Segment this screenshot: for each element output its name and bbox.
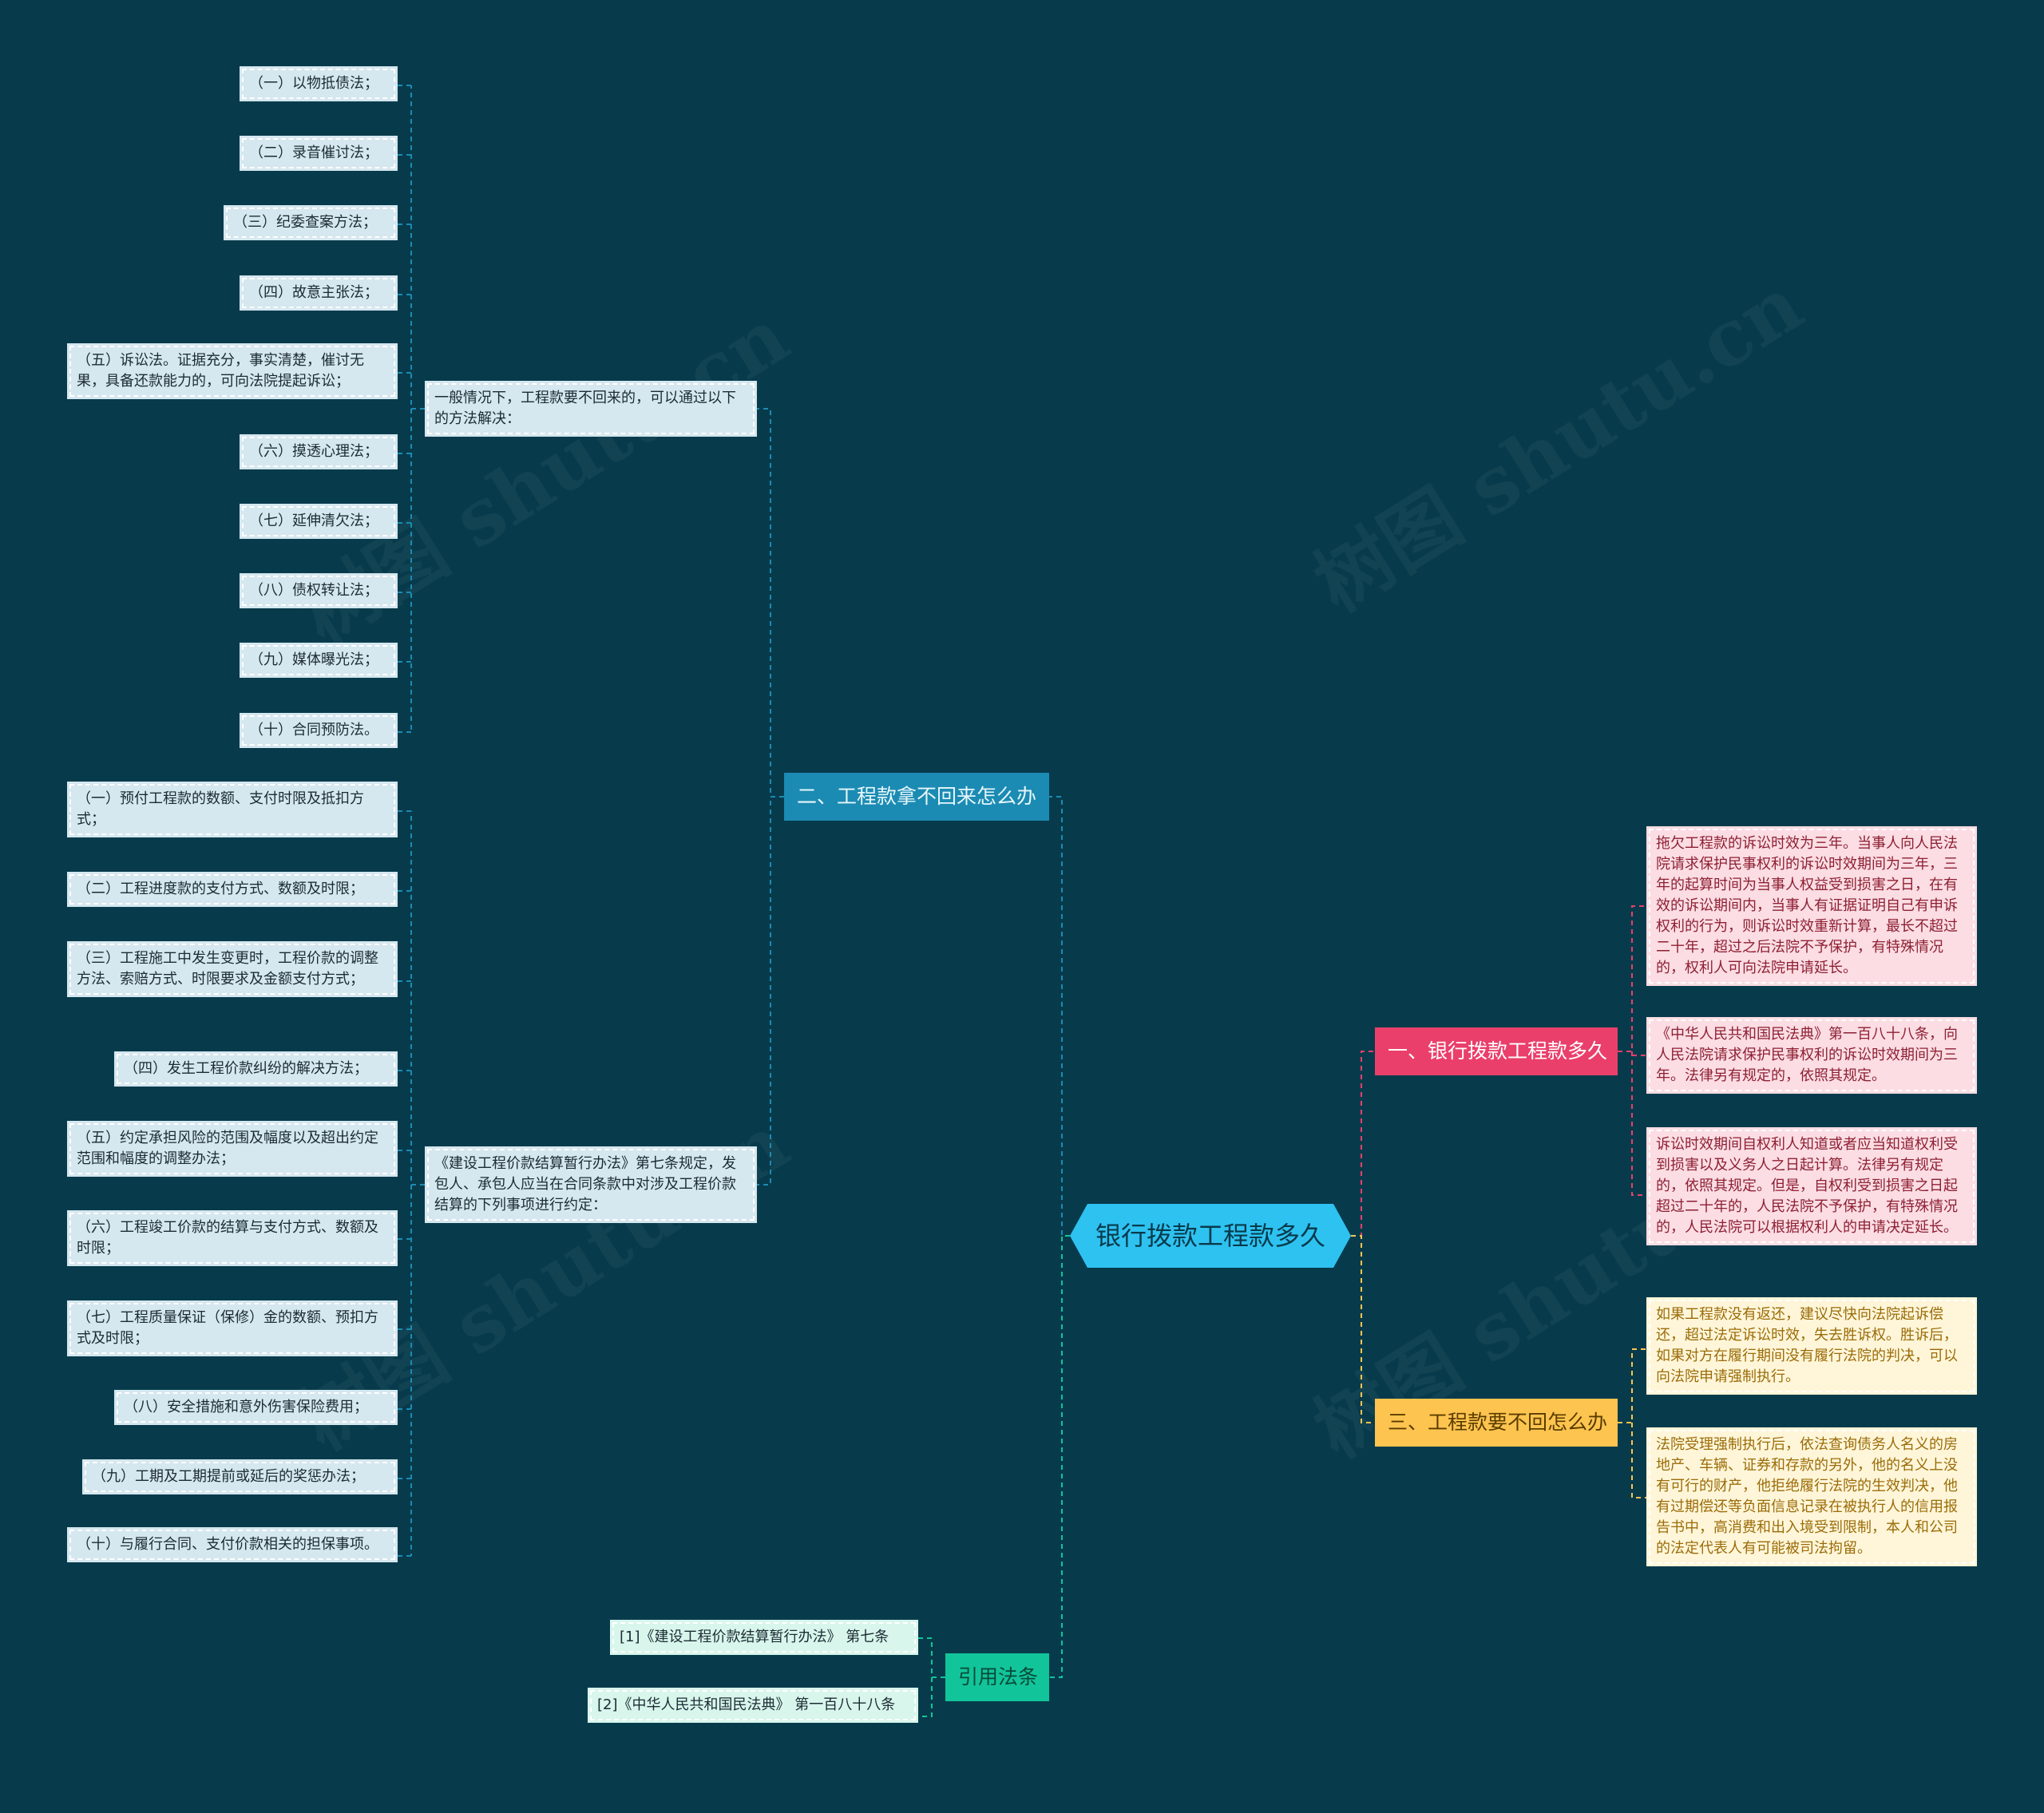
method-item[interactable]: （九）媒体曝光法； (240, 643, 398, 678)
branch-2[interactable]: 二、工程款拿不回来怎么办 (784, 773, 1049, 821)
method-item[interactable]: （四）故意主张法； (240, 275, 398, 311)
link-center-b4 (1049, 1235, 1070, 1678)
citation-item[interactable]: [1]《建设工程价款结算暂行办法》 第七条 (610, 1620, 918, 1655)
regulation-intro-node[interactable]: 《建设工程价款结算暂行办法》第七条规定，发包人、承包人应当在合同条款中对涉及工程… (425, 1146, 757, 1223)
link-sub1-items (410, 85, 425, 732)
method-item[interactable]: （五）诉讼法。证据充分，事实清楚，催讨无果，具备还款能力的，可向法院提起诉讼； (67, 343, 398, 399)
regulation-item[interactable]: （五）约定承担风险的范围及幅度以及超出约定范围和幅度的调整办法； (67, 1121, 398, 1177)
link-center-b1 (1351, 1051, 1375, 1237)
method-item[interactable]: （十）合同预防法。 (240, 713, 398, 748)
branch-3[interactable]: 三、工程款要不回怎么办 (1375, 1399, 1618, 1447)
lawsuit-advice-note[interactable]: 如果工程款没有返还，建议尽快向法院起诉偿还，超过法定诉讼时效，失去胜诉权。胜诉后… (1646, 1297, 1977, 1395)
time-limit-note[interactable]: 拖欠工程款的诉讼时效为三年。当事人向人民法院请求保护民事权利的诉讼时效期间为三年… (1646, 826, 1977, 986)
link-sub2-items (410, 811, 425, 1556)
link-b2-sub2 (757, 796, 784, 1186)
regulation-item[interactable]: （七）工程质量保证（保修）金的数额、预扣方式及时限； (67, 1300, 398, 1356)
civil-code-note[interactable]: 《中华人民共和国民法典》第一百八十八条，向人民法院请求保护民事权利的诉讼时效期间… (1646, 1017, 1977, 1094)
link-center-b2 (1049, 796, 1070, 1237)
method-item[interactable]: （六）摸透心理法； (240, 434, 398, 469)
start-date-note[interactable]: 诉讼时效期间自权利人知道或者应当知道权利受到损害以及义务人之日起计算。法律另有规… (1646, 1127, 1977, 1245)
regulation-item[interactable]: （九）工期及工期提前或延后的奖惩办法； (82, 1459, 398, 1494)
regulation-item[interactable]: （四）发生工程价款纠纷的解决方法； (114, 1051, 398, 1087)
method-item[interactable]: （七）延伸清欠法； (240, 504, 398, 539)
regulation-item[interactable]: （二）工程进度款的支付方式、数额及时限； (67, 872, 398, 907)
regulation-item[interactable]: （八）安全措施和意外伤害保险费用； (114, 1390, 398, 1425)
central-topic[interactable]: 银行拨款工程款多久 (1070, 1204, 1351, 1268)
branch-4[interactable]: 引用法条 (945, 1653, 1049, 1701)
branch-1[interactable]: 一、银行拨款工程款多久 (1375, 1027, 1618, 1075)
regulation-item[interactable]: （六）工程竣工价款的结算与支付方式、数额及时限； (67, 1210, 398, 1266)
link-b4-items (918, 1637, 945, 1717)
regulation-item[interactable]: （一）预付工程款的数额、支付时限及抵扣方式； (67, 782, 398, 837)
regulation-item[interactable]: （三）工程施工中发生变更时，工程价款的调整方法、索赔方式、时限要求及金额支付方式… (67, 941, 398, 997)
method-item[interactable]: （一）以物抵债法； (240, 66, 398, 101)
link-b2-sub1 (757, 408, 784, 798)
enforcement-note[interactable]: 法院受理强制执行后，依法查询债务人名义的房地产、车辆、证券和存款的另外，他的名义… (1646, 1427, 1977, 1566)
method-item[interactable]: （八）债权转让法； (240, 573, 398, 608)
link-b1-items (1618, 905, 1646, 1196)
citation-item[interactable]: [2]《中华人民共和国民法典》 第一百八十八条 (588, 1688, 918, 1723)
regulation-item[interactable]: （十）与履行合同、支付价款相关的担保事项。 (67, 1527, 398, 1562)
method-item[interactable]: （二）录音催讨法； (240, 136, 398, 171)
link-center-b3 (1351, 1235, 1375, 1423)
method-item[interactable]: （三）纪委查案方法； (224, 205, 398, 240)
method-intro-node[interactable]: 一般情况下，工程款要不回来的，可以通过以下的方法解决： (425, 381, 757, 437)
link-b3-items (1618, 1348, 1646, 1498)
